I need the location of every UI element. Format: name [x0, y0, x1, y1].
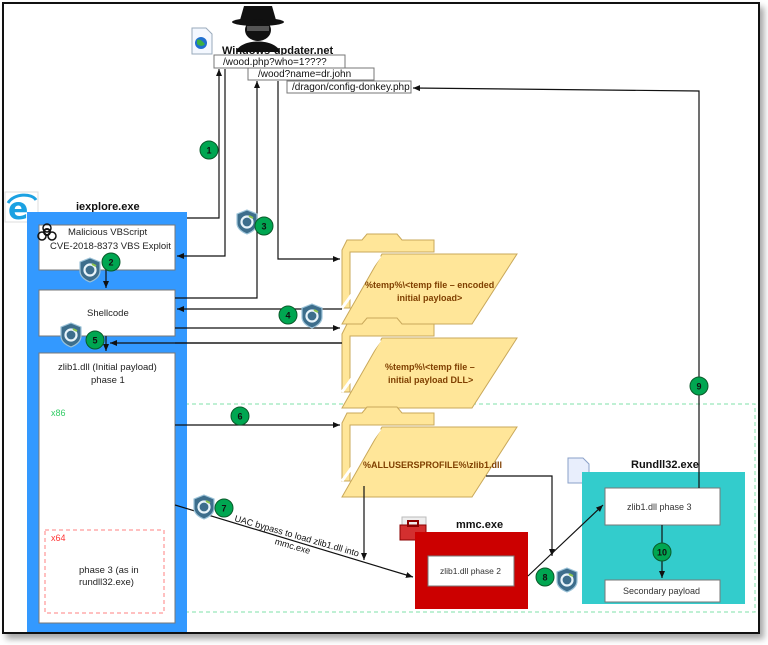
step-circle	[230, 406, 250, 426]
rundll-zlib-label: zlib1.dll phase 3	[627, 502, 692, 512]
svg-text:e: e	[8, 192, 28, 227]
step-marker-10: 10	[652, 542, 672, 562]
step-marker-8: 8	[535, 567, 555, 587]
web-page-icon	[191, 27, 213, 55]
vbscript-label: Malicious VBScript	[68, 227, 148, 238]
folder-1-line1: %temp%\<temp file – encoded	[365, 280, 494, 290]
step-number: 9	[696, 382, 701, 392]
step-number: 10	[657, 548, 667, 558]
zlib-phase1-box	[38, 352, 176, 624]
step-circle	[199, 140, 219, 160]
x64-label: x64	[51, 533, 66, 543]
folder-1-line2: initial payload>	[397, 293, 462, 303]
mmc-zlib-box	[427, 555, 515, 587]
shield-icon-2	[78, 256, 102, 284]
zlib-phase1-sub: phase 1	[91, 375, 125, 386]
step-circle	[254, 216, 274, 236]
rundll-zlib-box	[604, 487, 721, 526]
step-marker-1: 1	[199, 140, 219, 160]
step-marker-9: 9	[689, 376, 709, 396]
shield-icon-3	[235, 208, 259, 236]
step-markers: 1 2 3 4 5 6 7 8 9 10	[85, 140, 709, 587]
zlib-phase1-label: zlib1.dll (Initial payload)	[58, 362, 157, 373]
step-marker-7: 7	[214, 498, 234, 518]
biohazard-icon	[37, 223, 57, 241]
url-3: /dragon/config-donkey.php	[292, 82, 410, 93]
secondary-payload-label: Secondary payload	[623, 586, 700, 596]
phase3-label: phase 3 (as in	[79, 565, 139, 576]
step-number: 8	[542, 573, 547, 583]
step-number: 5	[92, 336, 97, 346]
toolbox-icon	[399, 516, 427, 541]
step-circle	[278, 305, 298, 325]
step-marker-3: 3	[254, 216, 274, 236]
x64-region	[44, 529, 165, 614]
shield-icon-7	[192, 493, 216, 521]
shield-icon-8	[555, 566, 579, 594]
url-1: /wood.php?who=1????	[223, 57, 327, 68]
step-circle	[535, 567, 555, 587]
step-number: 1	[206, 146, 211, 156]
x86-label: x86	[51, 408, 66, 418]
step-number: 2	[108, 258, 113, 268]
shield-icon-5	[59, 321, 83, 349]
folder-2-line1: %temp%\<temp file –	[385, 362, 475, 372]
hacker-icon	[232, 6, 284, 52]
iexplore-title: iexplore.exe	[76, 201, 140, 213]
mmc-zlib-label: zlib1.dll phase 2	[440, 566, 501, 576]
mmc-title: mmc.exe	[456, 519, 503, 531]
shellcode-label: Shellcode	[87, 308, 129, 319]
uac-bypass-label: UAC bypass to load zlib1.dll into mmc.ex…	[233, 513, 360, 558]
step-number: 4	[285, 311, 290, 321]
internet-explorer-icon: e	[4, 191, 39, 227]
c2-domain: Windows-updater.net	[222, 45, 333, 57]
folder-2-line2: initial payload DLL>	[388, 375, 473, 385]
step-circle	[689, 376, 709, 396]
phase3-sub: rundll32.exe)	[79, 577, 134, 588]
step-number: 3	[261, 222, 266, 232]
step-marker-5: 5	[85, 330, 105, 350]
step-circle	[652, 542, 672, 562]
folder-icon-allusersprofile	[340, 405, 519, 499]
secondary-payload-box	[604, 579, 721, 603]
url-box-2	[247, 67, 375, 81]
url-2: /wood?name=dr.john	[258, 69, 351, 80]
folder-3-line1: %ALLUSERSPROFILE%\zlib1.dll	[363, 460, 502, 470]
step-number: 7	[221, 504, 226, 514]
step-marker-2: 2	[101, 252, 121, 272]
shield-icon-4	[300, 302, 324, 330]
connectors	[103, 69, 700, 578]
url-box-3	[286, 80, 412, 94]
step-circle	[214, 498, 234, 518]
step-marker-6: 6	[230, 406, 250, 426]
step-circle	[85, 330, 105, 350]
rundll32-title: Rundll32.exe	[631, 459, 699, 471]
folder-icon-encoded-payload	[340, 232, 519, 326]
cve-label: CVE-2018-8373 VBS Exploit	[50, 241, 171, 252]
step-marker-4: 4	[278, 305, 298, 325]
step-circle	[101, 252, 121, 272]
step-number: 6	[237, 412, 242, 422]
